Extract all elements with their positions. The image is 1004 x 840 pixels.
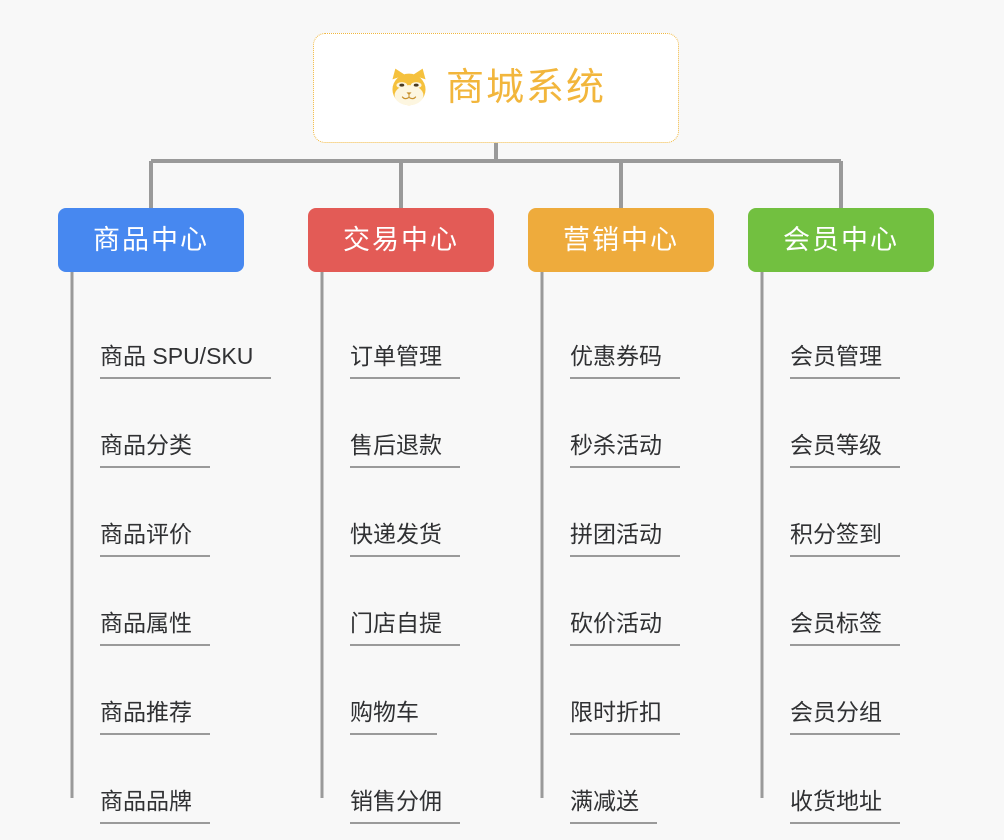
category-box-member-center[interactable]: 会员中心 [748,208,934,272]
leaf-label: 商品品牌 [100,790,210,824]
category-label: 商品中心 [93,224,209,255]
list-item[interactable]: 购物车 [308,646,528,735]
column-member-center: 会员中心 会员管理 会员等级 积分签到 会员标签 会员分组 收货地址 [748,208,968,824]
leaf-label: 商品分类 [100,434,210,468]
leaf-label: 商品推荐 [100,701,210,735]
column-marketing-center: 营销中心 优惠券码 秒杀活动 拼团活动 砍价活动 限时折扣 满减送 [528,208,748,824]
leaf-label: 商品评价 [100,523,210,557]
column-product-center: 商品中心 商品 SPU/SKU 商品分类 商品评价 商品属性 商品推荐 商品品牌 [58,208,278,824]
list-item[interactable]: 秒杀活动 [528,379,748,468]
category-box-marketing-center[interactable]: 营销中心 [528,208,714,272]
leaf-label: 销售分佣 [350,790,460,824]
list-item[interactable]: 门店自提 [308,557,528,646]
list-item[interactable]: 会员等级 [748,379,968,468]
list-item[interactable]: 会员标签 [748,557,968,646]
leaf-list-product-center: 商品 SPU/SKU 商品分类 商品评价 商品属性 商品推荐 商品品牌 [58,272,278,824]
list-item[interactable]: 砍价活动 [528,557,748,646]
list-item[interactable]: 商品属性 [58,557,278,646]
leaf-label: 优惠券码 [570,345,680,379]
leaf-label: 会员分组 [790,701,900,735]
leaf-label: 会员等级 [790,434,900,468]
column-trade-center: 交易中心 订单管理 售后退款 快递发货 门店自提 购物车 销售分佣 [308,208,528,824]
leaf-label: 售后退款 [350,434,460,468]
list-item[interactable]: 销售分佣 [308,735,528,824]
list-item[interactable]: 会员管理 [748,290,968,379]
leaf-list-member-center: 会员管理 会员等级 积分签到 会员标签 会员分组 收货地址 [748,272,968,824]
leaf-label: 秒杀活动 [570,434,680,468]
list-item[interactable]: 商品推荐 [58,646,278,735]
leaf-label: 拼团活动 [570,523,680,557]
list-item[interactable]: 限时折扣 [528,646,748,735]
list-item[interactable]: 商品 SPU/SKU [58,290,278,379]
root-title: 商城系统 [445,67,606,109]
leaf-label: 会员管理 [790,345,900,379]
leaf-label: 商品 SPU/SKU [100,345,272,379]
list-item[interactable]: 售后退款 [308,379,528,468]
leaf-label: 门店自提 [350,612,460,646]
category-label: 营销中心 [563,224,679,255]
leaf-label: 满减送 [570,790,657,824]
category-label: 会员中心 [783,224,899,255]
list-item[interactable]: 满减送 [528,735,748,824]
list-item[interactable]: 收货地址 [748,735,968,824]
leaf-label: 砍价活动 [570,612,680,646]
list-item[interactable]: 优惠券码 [528,290,748,379]
leaf-label: 会员标签 [790,612,900,646]
list-item[interactable]: 会员分组 [748,646,968,735]
leaf-label: 收货地址 [790,790,900,824]
list-item[interactable]: 商品评价 [58,468,278,557]
leaf-label: 商品属性 [100,612,210,646]
leaf-list-trade-center: 订单管理 售后退款 快递发货 门店自提 购物车 销售分佣 [308,272,528,824]
category-box-product-center[interactable]: 商品中心 [58,208,244,272]
list-item[interactable]: 积分签到 [748,468,968,557]
category-box-trade-center[interactable]: 交易中心 [308,208,494,272]
leaf-label: 限时折扣 [570,701,680,735]
list-item[interactable]: 商品分类 [58,379,278,468]
list-item[interactable]: 快递发货 [308,468,528,557]
leaf-label: 订单管理 [350,345,460,379]
leaf-label: 积分签到 [790,523,900,557]
leaf-list-marketing-center: 优惠券码 秒杀活动 拼团活动 砍价活动 限时折扣 满减送 [528,272,748,824]
leaf-label: 购物车 [350,701,437,735]
category-label: 交易中心 [343,224,459,255]
root-node-mall-system[interactable]: 商城系统 [313,33,679,143]
leaf-label: 快递发货 [350,523,460,557]
list-item[interactable]: 订单管理 [308,290,528,379]
list-item[interactable]: 拼团活动 [528,468,748,557]
list-item[interactable]: 商品品牌 [58,735,278,824]
shiba-dog-face-icon [386,65,432,111]
